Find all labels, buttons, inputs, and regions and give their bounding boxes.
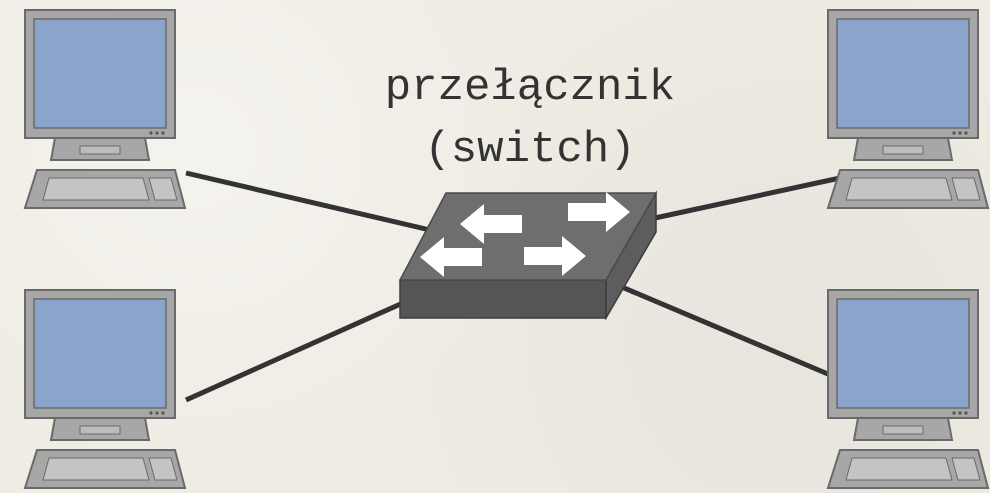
- arrow-left-icon: [460, 204, 522, 244]
- arrow-right-icon: [568, 192, 630, 232]
- arrow-right-icon: [524, 236, 586, 276]
- switch-icon: [398, 190, 658, 321]
- computer-bottom-left-icon: [24, 289, 186, 489]
- cable-top-left: [185, 170, 431, 233]
- switch-label-line1: przełącznik: [384, 63, 676, 113]
- cable-top-right: [654, 175, 841, 221]
- cable-bottom-right: [609, 279, 836, 380]
- computer-bottom-right-icon: [827, 289, 989, 489]
- switch-label-line2: (switch): [424, 125, 636, 175]
- cable-bottom-left: [184, 299, 407, 403]
- arrow-left-icon: [420, 237, 482, 277]
